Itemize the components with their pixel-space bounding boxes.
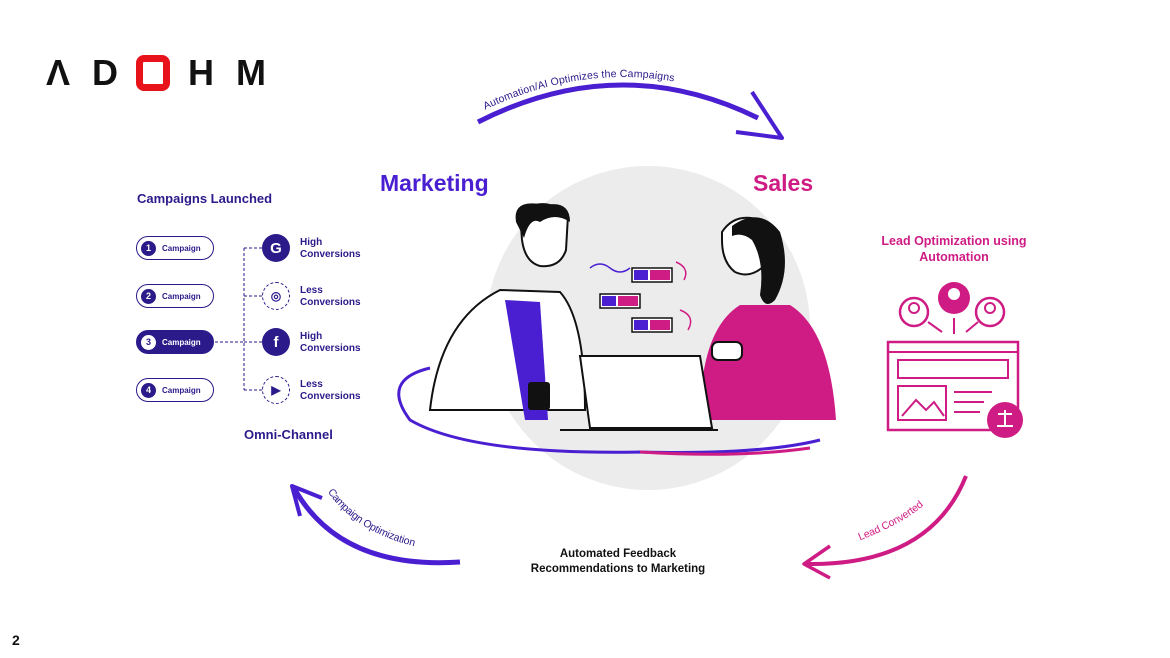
marketing-person-illustration bbox=[428, 203, 587, 420]
laptop-illustration bbox=[560, 355, 718, 431]
channel-label-instagram: Less Conversions bbox=[300, 285, 361, 309]
campaign-label: Campaign bbox=[162, 337, 201, 347]
channel-rating: Less bbox=[300, 379, 323, 390]
campaign-number: 1 bbox=[141, 240, 156, 256]
channel-metric: Conversions bbox=[300, 297, 361, 308]
facebook-icon: f bbox=[262, 328, 290, 356]
right-arc bbox=[805, 475, 968, 567]
youtube-icon: ▶ bbox=[262, 376, 290, 404]
swoosh-purple bbox=[397, 366, 821, 454]
campaign-label: Campaign bbox=[162, 385, 201, 395]
omni-channel-label: Omni-Channel bbox=[244, 427, 333, 442]
logo-text-right: HM bbox=[188, 52, 289, 93]
campaign-pill-4: 4 Campaign bbox=[136, 378, 214, 402]
channel-metric: Conversions bbox=[300, 391, 361, 402]
sales-heading: Sales bbox=[753, 170, 814, 196]
logo-o-mark bbox=[136, 55, 171, 91]
google-icon: G bbox=[262, 234, 290, 262]
logo-text-left: ΛD bbox=[46, 52, 141, 93]
top-arrow-icon bbox=[735, 90, 784, 140]
marketing-heading: Marketing bbox=[380, 170, 489, 196]
channel-metric: Conversions bbox=[300, 249, 361, 260]
right-arrow-icon bbox=[802, 544, 831, 580]
instagram-icon: ◎ bbox=[262, 282, 290, 310]
left-arrow-icon bbox=[290, 484, 323, 517]
adohm-logo: ΛD HM bbox=[46, 52, 288, 94]
sales-person-illustration bbox=[700, 216, 836, 420]
chat-bubbles-illustration bbox=[589, 261, 692, 333]
channel-label-google: High Conversions bbox=[300, 237, 361, 261]
campaign-label: Campaign bbox=[162, 291, 201, 301]
campaign-number: 3 bbox=[141, 334, 156, 350]
campaigns-title: Campaigns Launched bbox=[137, 191, 273, 206]
channel-label-facebook: High Conversions bbox=[300, 331, 361, 355]
top-arc bbox=[476, 82, 760, 125]
lead-optimization-graphic bbox=[886, 282, 1023, 438]
channel-label-youtube: Less Conversions bbox=[300, 379, 361, 403]
campaign-label: Campaign bbox=[162, 243, 201, 253]
channel-rating: High bbox=[300, 237, 323, 248]
channel-rating: Less bbox=[300, 285, 323, 296]
campaign-pill-1: 1 Campaign bbox=[136, 236, 214, 260]
channel-rating: High bbox=[300, 331, 323, 342]
campaign-number: 2 bbox=[141, 288, 156, 304]
feedback-caption: Automated Feedback Recommendations to Ma… bbox=[512, 547, 724, 577]
channel-metric: Conversions bbox=[300, 343, 361, 354]
feedback-line-1: Automated Feedback bbox=[559, 548, 677, 560]
campaign-pill-3: 3 Campaign bbox=[136, 330, 214, 354]
channel-connectors bbox=[215, 247, 262, 391]
left-arc bbox=[291, 486, 461, 566]
campaign-number: 4 bbox=[141, 382, 156, 398]
feedback-line-2: Recommendations to Marketing bbox=[530, 563, 706, 575]
page-number: 2 bbox=[12, 632, 20, 648]
lead-optimization-title: Lead Optimization using Automation bbox=[881, 234, 1027, 264]
campaign-pill-2: 2 Campaign bbox=[136, 284, 214, 308]
swoosh-pink bbox=[639, 446, 811, 456]
